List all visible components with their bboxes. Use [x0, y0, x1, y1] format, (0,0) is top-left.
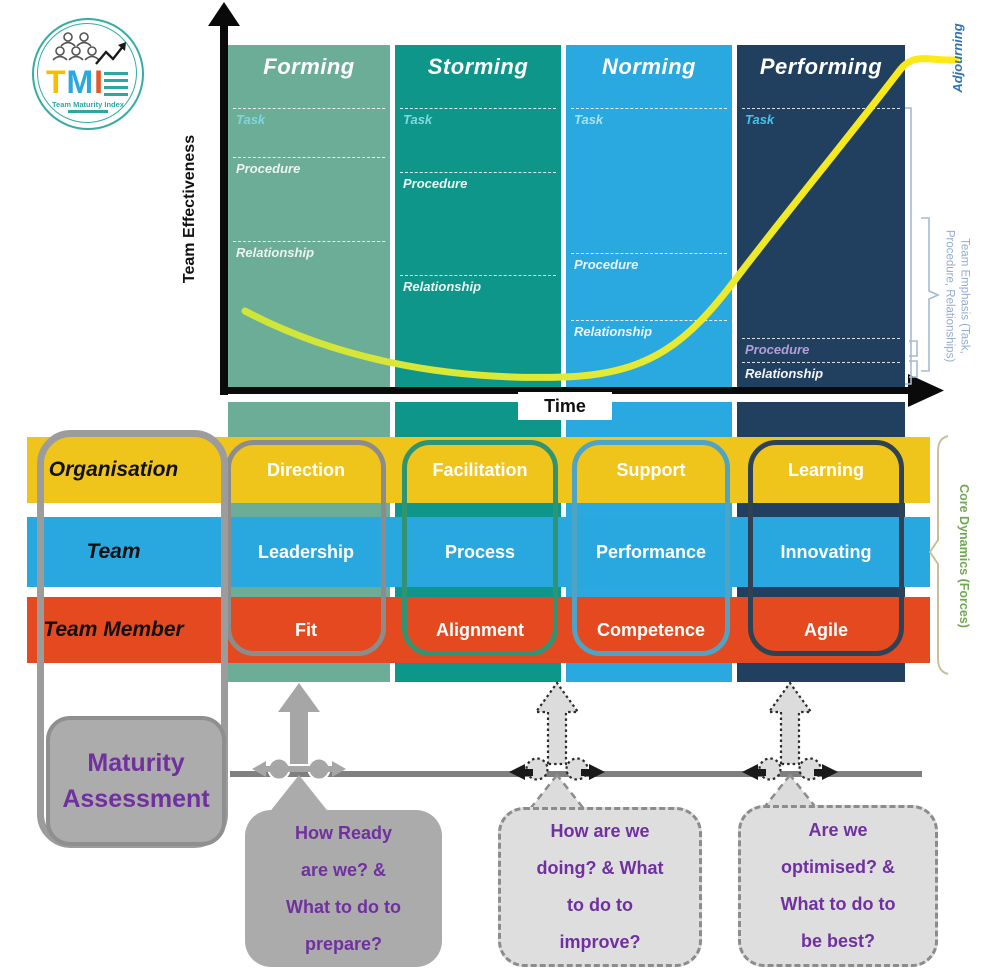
emphasis-divider-forming-relationship [233, 241, 385, 242]
emphasis-divider-norming-task [571, 108, 727, 109]
assessment-bubble-1: How Ready are we? & What to do to prepar… [245, 810, 442, 967]
emphasis-label-forming-relationship: Relationship [236, 245, 315, 260]
emphasis-label-forming-task: Task [236, 112, 266, 127]
y-axis-line [220, 18, 228, 395]
matrix-cell-support: Support [616, 459, 686, 480]
matrix-cell-alignment: Alignment [436, 619, 524, 640]
matrix-row-team [27, 517, 930, 587]
emphasis-brackets [905, 107, 940, 385]
x-axis-arrowhead [908, 374, 944, 407]
stage-column-performing [737, 45, 905, 388]
matrix-column-outline-2 [402, 440, 558, 656]
emphasis-divider-performing-relationship [742, 362, 900, 363]
emphasis-divider-storming-relationship [400, 275, 556, 276]
emphasis-divider-forming-task [233, 108, 385, 109]
team-emphasis-label: Team Emphasis (Task, Procedure, Relation… [943, 229, 971, 363]
stage-column-storming [395, 45, 561, 388]
slider-dot-3-1 [758, 757, 782, 781]
assessment-bubble-3: Are we optimised? & What to do to be bes… [738, 805, 938, 967]
left-arrow-bar-3 [758, 769, 766, 776]
matrix-row-label: Team Member [43, 618, 184, 641]
tmi-logo: TMI Team Maturity Index [32, 18, 144, 130]
logo-caption: Team Maturity Index [52, 100, 124, 109]
matrix-cell-learning: Learning [787, 459, 864, 480]
logo-inner-ring [37, 23, 137, 123]
stage-column-forming [228, 45, 390, 388]
y-axis-arrowhead [208, 2, 240, 26]
up-arrow-2 [533, 681, 581, 766]
emphasis-label-performing-procedure: Procedure [745, 342, 810, 357]
matrix-cell-agile: Agile [803, 619, 848, 640]
core-dynamics-brace [928, 435, 949, 675]
matrix-cell-facilitation: Facilitation [432, 459, 528, 480]
matrix-cell-leadership: Leadership [257, 541, 355, 562]
horizontal-double-arrow-1 [252, 761, 346, 777]
left-arrowhead-3 [742, 764, 758, 780]
logo-list-lines-icon [104, 72, 128, 96]
emphasis-label-storming-relationship: Relationship [403, 279, 482, 294]
emphasis-divider-norming-relationship [571, 320, 727, 321]
emphasis-label-performing-relationship: Relationship [745, 366, 824, 381]
emphasis-label-norming-procedure: Procedure [574, 257, 639, 272]
emphasis-label-forming-procedure: Procedure [236, 161, 301, 176]
bubble-pointer-1 [268, 775, 330, 814]
slider-dot-1-1 [267, 757, 291, 781]
logo-tmi-text: TMI [44, 64, 106, 101]
emphasis-divider-performing-task [742, 108, 900, 109]
matrix-cell-fit: Fit [295, 619, 317, 640]
emphasis-divider-storming-task [400, 108, 556, 109]
assessment-bubble-2: How are we doing? & What to do to improv… [498, 807, 702, 967]
right-arrowhead-3 [822, 764, 838, 780]
matrix-cell-innovating: Innovating [780, 541, 872, 562]
matrix-column-outline-3 [572, 440, 730, 656]
matrix-cell-process: Process [444, 541, 516, 562]
right-arrowhead-2 [589, 764, 605, 780]
slider-dot-3-2 [798, 757, 822, 781]
stage-header-performing: Performing [759, 54, 883, 79]
y-axis-label: Team Effectiveness [181, 134, 198, 284]
emphasis-divider-forming-procedure [233, 157, 385, 158]
stage-header-forming: Forming [263, 54, 355, 79]
emphasis-label-norming-task: Task [574, 112, 604, 127]
emphasis-label-norming-relationship: Relationship [574, 324, 653, 339]
up-arrow-3 [766, 681, 814, 766]
core-dynamics-label: Core Dynamics (Forces) [957, 484, 971, 628]
assessment-timeline [230, 771, 922, 777]
right-arrow-bar-2 [581, 769, 589, 776]
logo-people-icon [52, 32, 128, 113]
right-arrow-bar-3 [814, 769, 822, 776]
emphasis-label-storming-procedure: Procedure [403, 176, 468, 191]
matrix-cell-competence: Competence [596, 619, 706, 640]
left-arrow-bar-2 [525, 769, 533, 776]
matrix-column-outline-1 [226, 440, 386, 656]
logo-letter-i: I [94, 64, 105, 100]
left-arrowhead-2 [509, 764, 525, 780]
matrix-row-organisation [27, 437, 930, 503]
slider-dot-2-1 [525, 757, 549, 781]
maturity-assessment-label: Maturity Assessment [62, 749, 210, 813]
adjourning-label: Adjourning [950, 23, 965, 93]
matrix-cell-performance: Performance [595, 541, 707, 562]
matrix-column-outline-4 [748, 440, 904, 656]
slider-dot-2-2 [565, 757, 589, 781]
emphasis-divider-storming-procedure [400, 172, 556, 173]
up-arrow-1 [278, 683, 320, 764]
emphasis-divider-norming-procedure [571, 253, 727, 254]
emphasis-label-storming-task: Task [403, 112, 433, 127]
x-axis-label: Time [518, 392, 612, 420]
matrix-row-label: Organisation [48, 458, 179, 481]
logo-trend-arrow-icon [95, 42, 126, 65]
stage-header-norming: Norming [602, 54, 696, 79]
logo-letter-t: T [45, 64, 67, 100]
logo-letter-m: M [66, 64, 95, 100]
slider-dot-1-2 [307, 757, 331, 781]
stage-header-storming: Storming [427, 54, 529, 79]
matrix-cell-direction: Direction [266, 459, 345, 480]
emphasis-label-performing-task: Task [745, 112, 775, 127]
maturity-assessment-box: Maturity Assessment [46, 716, 226, 846]
emphasis-divider-performing-procedure [742, 338, 900, 339]
matrix-row-label: Team [86, 540, 141, 563]
logo-underline [68, 110, 108, 113]
